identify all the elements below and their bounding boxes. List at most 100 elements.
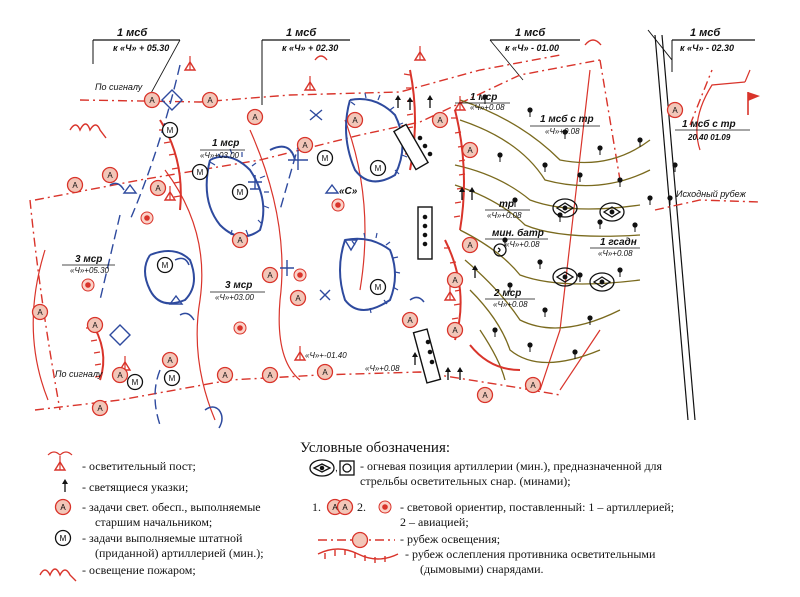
svg-text:А: А xyxy=(222,371,228,380)
unit-flag-1-name: 1 мсб xyxy=(117,27,148,39)
legend-num1: 1. xyxy=(312,500,321,514)
svg-text:А: А xyxy=(37,308,43,317)
unit-flag-4-time: к «Ч» - 02.30 xyxy=(680,43,734,53)
legend-fire-pos-icon: , xyxy=(309,459,355,477)
label-po-signalu-top: По сигналу xyxy=(95,82,143,92)
svg-text:А: А xyxy=(342,503,348,512)
legend-num2: 2. xyxy=(357,500,366,514)
label-msr1-right: 1 мср xyxy=(470,92,497,103)
map-labels: По сигналу По сигналу 1 мср «Ч»+03.00 1 … xyxy=(55,82,750,379)
label-po-signalu-bottom: По сигналу xyxy=(55,369,103,379)
svg-text:А: А xyxy=(72,181,78,190)
svg-text:«Ч»+0.08: «Ч»+0.08 xyxy=(487,211,522,220)
svg-text:М: М xyxy=(162,261,169,270)
svg-text:А: А xyxy=(149,96,155,105)
svg-text:А: А xyxy=(207,96,213,105)
legend-m-icon: М xyxy=(54,529,72,547)
svg-text:А: А xyxy=(352,116,358,125)
unit-flag-3-name: 1 мсб xyxy=(515,27,546,39)
unit-flag-3: 1 мсб к «Ч» - 01.00 xyxy=(489,27,580,81)
svg-text:А: А xyxy=(467,241,473,250)
legend-blind-icon xyxy=(317,548,399,563)
legend-line: - рубеж освещения; xyxy=(400,532,500,546)
svg-text:А: А xyxy=(482,391,488,400)
svg-text:М: М xyxy=(375,164,382,173)
label-msr3-left: 3 мср xyxy=(75,254,102,265)
label-tr: тр xyxy=(499,199,514,210)
blue-hatch-small xyxy=(109,182,425,429)
light-landmarks xyxy=(81,198,345,335)
legend-a-icon: А xyxy=(54,498,72,516)
blue-strokes xyxy=(99,64,301,426)
unit-flag-1: 1 мсб к «Ч» + 05.30 xyxy=(92,27,181,96)
svg-text:А: А xyxy=(107,171,113,180)
legend-title: Условные обозначения: xyxy=(300,440,450,456)
svg-text:«Ч»+05.30: «Ч»+05.30 xyxy=(70,266,110,275)
svg-text:«Ч»+03.00: «Ч»+03.00 xyxy=(200,151,240,160)
svg-text:А: А xyxy=(97,404,103,413)
unit-flag-2-time: к «Ч» + 02.30 xyxy=(282,43,338,53)
fire-position-icons xyxy=(493,198,625,292)
svg-text:М: М xyxy=(375,283,382,292)
illumination-lines xyxy=(29,54,761,411)
legend-landmark-icon xyxy=(378,500,392,514)
legend-blind-2: (дымовыми) снарядами. xyxy=(420,562,544,576)
svg-text:А: А xyxy=(237,236,243,245)
svg-text:А: А xyxy=(302,141,308,150)
svg-text:А: А xyxy=(167,356,173,365)
svg-text:«Ч»+03.00: «Ч»+03.00 xyxy=(215,293,255,302)
svg-text:А: А xyxy=(530,381,536,390)
label-c: «С» xyxy=(339,186,358,197)
legend-pointers: - светящиеся указки; xyxy=(82,480,188,494)
legend-landmark-art-icon: А xyxy=(326,498,344,516)
label-gadn: 1 гсадн xyxy=(600,237,637,248)
svg-text:А: А xyxy=(672,106,678,115)
svg-text:А: А xyxy=(267,271,273,280)
unit-flag-2: 1 мсб к «Ч» + 02.30 xyxy=(261,27,350,105)
legend-fire-pos-1: - огневая позиция артиллерии (мин.), пре… xyxy=(360,459,663,473)
boundary-lines xyxy=(647,29,696,421)
legend-tasks-m-2: (приданной) артиллерией (мин.); xyxy=(95,546,264,560)
svg-text:А: А xyxy=(322,368,328,377)
svg-text:М: М xyxy=(167,126,174,135)
legend-landmark-2: 2 – авиацией; xyxy=(400,515,469,529)
unit-flag-4-name: 1 мсб xyxy=(690,27,721,39)
label-msb-s-tr-mid: 1 мсб с тр xyxy=(540,113,594,125)
label-min-batr: мин. батр xyxy=(492,227,544,239)
svg-text:А: А xyxy=(332,503,338,512)
label-msr1-left: 1 мср xyxy=(212,138,239,149)
task-m-markers xyxy=(126,121,387,391)
svg-text:М: М xyxy=(197,168,204,177)
svg-text:«Ч»+0.08: «Ч»+0.08 xyxy=(470,103,505,112)
legend-post-icon xyxy=(47,451,73,471)
label-msr2: 2 мср xyxy=(493,288,521,299)
task-m-letters: ММ ММ ММ ММ М xyxy=(132,126,382,387)
legend-tasks-m-1: - задачи выполняемые штатной xyxy=(82,531,243,545)
label-msr3-mid: 3 мср xyxy=(225,280,252,291)
unit-flag-3-time: к «Ч» - 01.00 xyxy=(505,43,559,53)
svg-text:«Ч»+0.08: «Ч»+0.08 xyxy=(598,249,633,258)
svg-text:«Ч»+0.08: «Ч»+0.08 xyxy=(505,240,540,249)
legend-line-icon xyxy=(318,531,395,549)
legend-fire-pos-2: стрельбы осветительных снар. (минами); xyxy=(360,474,571,488)
svg-text:А: А xyxy=(155,184,161,193)
svg-text:А: А xyxy=(60,503,66,512)
legend-blind-1: - рубеж ослепления противника осветитель… xyxy=(405,547,656,561)
label-msb-s-tr-right: 1 мсб с тр xyxy=(682,118,736,130)
legend: Условные обозначения: - осветительный по… xyxy=(39,440,674,582)
svg-text:«Ч»+0.08: «Ч»+0.08 xyxy=(493,300,528,309)
unit-flag-4: 1 мсб к «Ч» - 02.30 xyxy=(671,27,755,72)
svg-text:А: А xyxy=(92,321,98,330)
svg-text:М: М xyxy=(169,374,176,383)
svg-text:М: М xyxy=(237,188,244,197)
task-a-markers xyxy=(31,91,684,417)
label-time-008: «Ч»+0.08 xyxy=(365,364,400,373)
svg-text:А: А xyxy=(467,146,473,155)
svg-text:А: А xyxy=(452,276,458,285)
front-lines-blue xyxy=(144,98,404,311)
unit-flag-1-time: к «Ч» + 05.30 xyxy=(113,43,169,53)
blue-hatch xyxy=(209,92,408,314)
svg-text:А: А xyxy=(252,113,258,122)
